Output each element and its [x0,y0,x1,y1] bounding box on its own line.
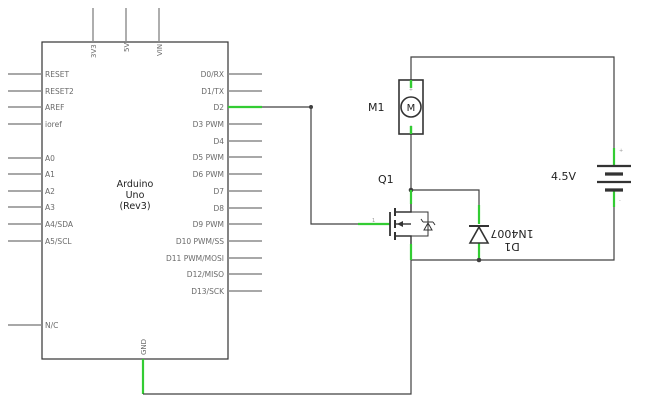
junction-d2-corner [309,105,313,109]
wire-drain-to-diode [411,189,480,205]
arduino-board-outline [41,41,229,360]
junction-ground [476,257,482,263]
motor-symbol: M [407,103,416,114]
pin-reset-label: RESET [45,70,69,79]
pin-d9-pwm-label: D9 PWM [193,220,224,229]
pin-d10-pwm-ss-label: D10 PWM/SS [176,237,224,246]
pin-d12-miso-label: D12/MISO [187,270,224,279]
arduino-title-line-1: Arduino [117,179,154,190]
pin-vin-label: VIN [156,44,164,56]
pin-gnd-label: GND [140,339,148,355]
mosfet-body-diode-lead [411,211,429,237]
mosfet-reference: Q1 [378,173,394,186]
pin-5v-label: 5V [123,43,131,52]
pin-a0-label: A0 [45,154,55,163]
motor-m1: M + - M1 [368,79,424,135]
mosfet-gate-pin-number: 1 [372,218,375,224]
battery-minus-mark: - [619,198,621,204]
mosfet-q1: Q1 1 [358,173,436,260]
arduino-top-pins: 3V3 5V VIN [90,8,164,58]
pin-aref-label: AREF [45,103,64,112]
battery-voltage-label: 4.5V [551,170,576,183]
pin-n-c-label: N/C [45,321,58,330]
pin-3v3-label: 3V3 [90,44,98,58]
pin-a5-scl-label: A5/SCL [45,237,72,246]
pin-d8-label: D8 [213,204,224,213]
pin-d6-pwm-label: D6 PWM [193,170,224,179]
mosfet-arrow [397,221,403,227]
motor-minus-mark: - [410,123,412,129]
pin-d3-pwm-label: D3 PWM [193,120,224,129]
arduino-gnd-pin: GND [140,339,148,394]
pin-a2-label: A2 [45,187,55,196]
battery-plus-mark: + [619,148,623,154]
pin-d2-label: D2 [213,103,224,112]
motor-reference: M1 [368,101,385,114]
pin-a4-sda-label: A4/SDA [45,220,74,229]
mosfet-drain-lead [395,190,412,213]
pin-a1-label: A1 [45,170,55,179]
pin-d4-label: D4 [213,137,224,146]
pin-d7-label: D7 [213,187,224,196]
pin-d13-sck-label: D13/SCK [191,287,225,296]
wire-top-rail [410,56,615,148]
pin-d0-rx-label: D0/RX [201,70,224,79]
arduino-title-line-3: (Rev3) [119,201,150,212]
diode-part-number: 1N4007 [490,227,533,240]
battery: + - 4.5V [551,148,631,207]
diode-d1: 1N4007 D1 [468,205,534,258]
pin-d5-pwm-label: D5 PWM [193,153,224,162]
motor-plus-mark: + [409,87,413,93]
pin-d1-tx-label: D1/TX [201,87,224,96]
motor-circle [400,96,422,118]
arduino-title-line-2: Uno [126,190,145,201]
wire-d2-to-gate [262,106,390,225]
mosfet-source-lead [395,235,412,260]
diode-triangle [468,225,490,244]
mosfet-body-diode-tick-b [432,221,436,226]
mosfet-body-diode-triangle [423,221,433,231]
pin-ioref-label: ioref [45,120,62,129]
pin-d11-pwm-mosi-label: D11 PWM/MOSI [166,254,224,263]
diode-reference: D1 [504,240,519,253]
wire-gnd-return [143,260,412,395]
mosfet-body-diode-tick-a [420,218,424,223]
pin-a3-label: A3 [45,203,55,212]
pin-reset2-label: RESET2 [45,87,74,96]
